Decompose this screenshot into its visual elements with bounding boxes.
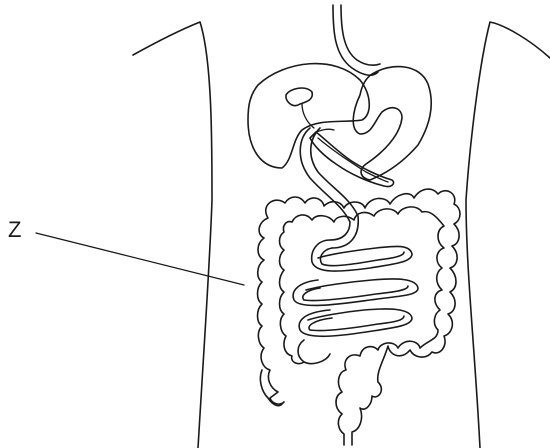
label-z-leader-line — [36, 233, 244, 285]
torso-outline — [133, 22, 550, 448]
duodenum — [300, 128, 358, 248]
gall-bladder — [286, 88, 314, 128]
torso-right-edge — [466, 22, 550, 448]
liver — [248, 64, 369, 168]
label-z: Z — [8, 217, 21, 242]
pancreas — [310, 132, 394, 186]
oesophagus — [333, 5, 380, 75]
large-intestine — [258, 189, 461, 445]
torso-left-edge — [133, 22, 212, 448]
stomach — [353, 67, 431, 180]
